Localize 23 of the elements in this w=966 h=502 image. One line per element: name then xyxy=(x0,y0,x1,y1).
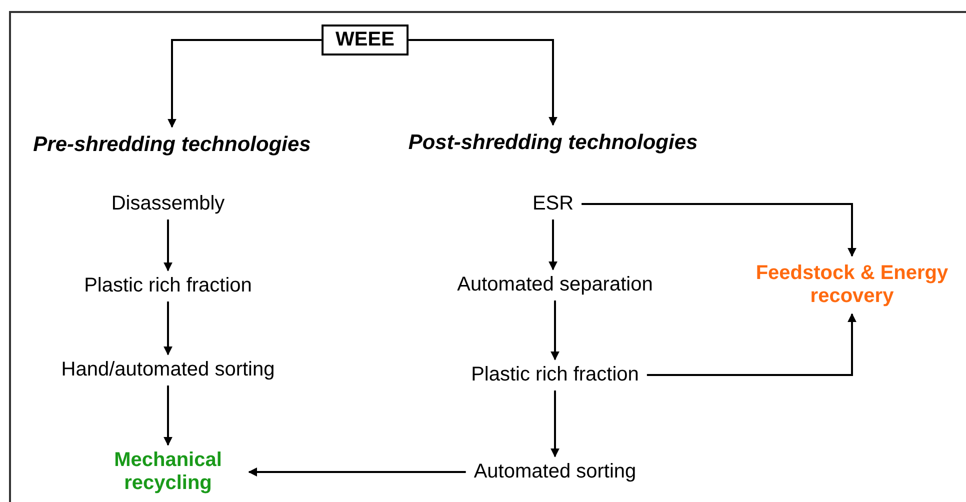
arrow xyxy=(164,220,172,272)
outcome-label: Mechanical recycling xyxy=(93,449,243,495)
step-label: Disassembly xyxy=(111,192,225,216)
arrow xyxy=(548,220,558,270)
arrow xyxy=(164,302,172,356)
arrow xyxy=(550,390,560,458)
step-label: Automated sorting xyxy=(474,460,636,484)
source-box: WEEE xyxy=(322,24,408,56)
arrow xyxy=(582,203,856,257)
arrow xyxy=(408,39,558,126)
arrow xyxy=(248,468,466,476)
arrow xyxy=(646,313,856,376)
section-heading: Pre-shredding technologies xyxy=(33,132,311,158)
step-label: Plastic rich fraction xyxy=(84,274,252,298)
outcome-label: Feedstock & Energy recovery xyxy=(737,262,966,308)
step-label: Automated separation xyxy=(457,274,653,296)
arrow xyxy=(168,39,322,128)
section-heading: Post-shredding technologies xyxy=(408,130,698,156)
arrow xyxy=(164,386,172,446)
step-label: Hand/automated sorting xyxy=(61,358,275,382)
step-label: Plastic rich fraction xyxy=(471,364,639,386)
step-label: ESR xyxy=(532,192,574,216)
arrow xyxy=(550,300,560,360)
